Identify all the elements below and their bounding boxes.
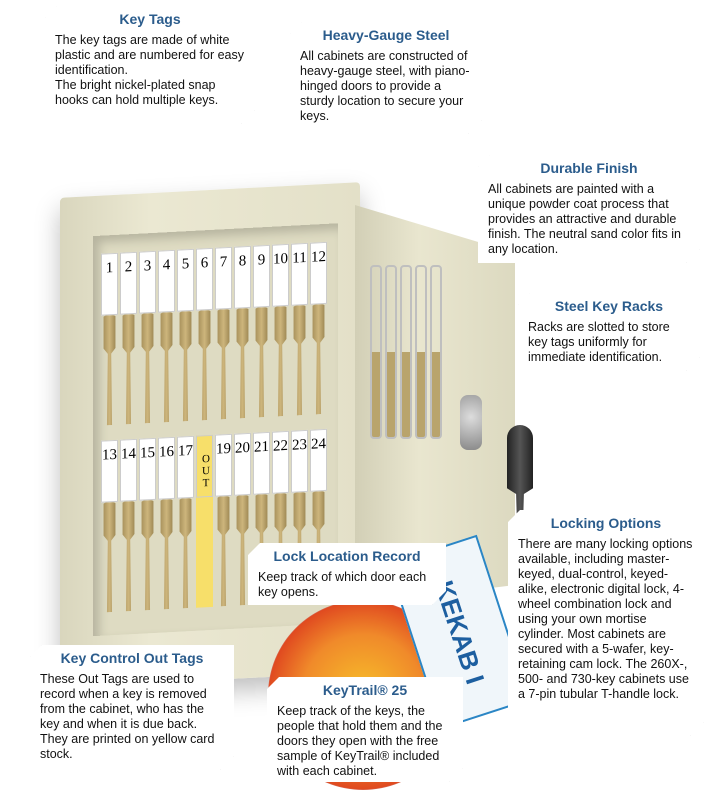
key-icon bbox=[101, 315, 118, 426]
key-icon bbox=[139, 500, 156, 611]
key-tag: 23 bbox=[291, 429, 308, 493]
callout-title: Key Control Out Tags bbox=[60, 650, 204, 666]
callout-body: There are many locking options available… bbox=[518, 537, 693, 701]
key-row-1 bbox=[101, 304, 327, 426]
key-icon bbox=[196, 310, 213, 421]
key-tag: 16 bbox=[158, 436, 175, 500]
callout-body: These Out Tags are used to record when a… bbox=[40, 672, 215, 761]
callout-durable-finish: Durable Finish All cabinets are painted … bbox=[478, 155, 700, 263]
callout-lock-location-record: Lock Location Record Keep track of which… bbox=[248, 543, 446, 605]
callout-title: Key Tags bbox=[119, 11, 181, 27]
callout-title: Heavy-Gauge Steel bbox=[322, 27, 450, 43]
door-hook bbox=[430, 265, 442, 439]
key-tag: 1 bbox=[101, 252, 118, 316]
key-tag: 15 bbox=[139, 437, 156, 501]
callout-body: Racks are slotted to store key tags unif… bbox=[528, 320, 670, 364]
key-icon bbox=[253, 307, 270, 418]
key-icon bbox=[234, 308, 251, 419]
key-icon bbox=[139, 313, 156, 424]
cabinet-door bbox=[355, 205, 515, 605]
key-tag: 21 bbox=[253, 431, 270, 495]
key-icon bbox=[196, 496, 213, 608]
key-tag: 4 bbox=[158, 249, 175, 313]
key-icon bbox=[158, 312, 175, 423]
callout-key-control-out-tags: Key Control Out Tags These Out Tags are … bbox=[30, 645, 234, 770]
callout-title: Lock Location Record bbox=[273, 548, 421, 564]
callout-body: All cabinets are constructed of heavy-ga… bbox=[300, 49, 470, 123]
out-tag: OUT bbox=[196, 434, 213, 498]
key-tag: 10 bbox=[272, 243, 289, 307]
key-icon bbox=[120, 501, 137, 612]
key-tag: 12 bbox=[310, 241, 327, 305]
callout-title: KeyTrail® 25 bbox=[322, 682, 408, 698]
callout-key-tags: Key Tags The key tags are made of white … bbox=[45, 6, 255, 124]
door-hook bbox=[385, 265, 397, 439]
key-icon bbox=[101, 502, 118, 613]
callout-keytrail: KeyTrail® 25 Keep track of the keys, the… bbox=[267, 677, 463, 782]
key-tag: 3 bbox=[139, 250, 156, 314]
callout-locking-options: Locking Options There are many locking o… bbox=[508, 510, 704, 736]
key-icon bbox=[177, 498, 194, 609]
callout-title: Steel Key Racks bbox=[554, 298, 664, 314]
key-tag: 8 bbox=[234, 245, 251, 309]
key-tag: 22 bbox=[272, 430, 289, 494]
callout-body: Keep track of which door each key opens. bbox=[258, 570, 427, 599]
key-icon bbox=[215, 309, 232, 420]
cam-lock bbox=[460, 395, 482, 450]
callout-steel-key-racks: Steel Key Racks Racks are slotted to sto… bbox=[518, 293, 700, 371]
callout-body: All cabinets are painted with a unique p… bbox=[488, 182, 681, 256]
key-icon bbox=[177, 311, 194, 422]
key-icon bbox=[215, 496, 232, 607]
key-icon bbox=[272, 306, 289, 417]
door-hook bbox=[370, 265, 382, 439]
key-tag: 14 bbox=[120, 438, 137, 502]
callout-title: Durable Finish bbox=[540, 160, 638, 176]
key-tag: 17 bbox=[177, 435, 194, 499]
callout-body: The bright nickel-plated snap hooks can … bbox=[55, 78, 219, 107]
key-icon bbox=[158, 499, 175, 610]
key-tag: 20 bbox=[234, 432, 251, 496]
key-icon bbox=[291, 305, 308, 416]
key-tag: 7 bbox=[215, 246, 232, 310]
key-tag: 13 bbox=[101, 439, 118, 503]
key-tag: 24 bbox=[310, 428, 327, 492]
callout-heavy-gauge-steel: Heavy-Gauge Steel All cabinets are const… bbox=[290, 22, 482, 134]
key-tag: 6 bbox=[196, 247, 213, 311]
callout-title: Locking Options bbox=[550, 515, 662, 531]
door-hook bbox=[400, 265, 412, 439]
key-tag: 11 bbox=[291, 242, 308, 306]
key-tag: 19 bbox=[215, 433, 232, 497]
callout-body: Keep track of the keys, the people that … bbox=[277, 704, 443, 778]
door-hook bbox=[415, 265, 427, 439]
callout-body: The key tags are made of white plastic a… bbox=[55, 33, 244, 77]
key-icon bbox=[120, 314, 137, 425]
key-icon bbox=[310, 304, 327, 415]
key-tag: 5 bbox=[177, 248, 194, 312]
key-tag: 2 bbox=[120, 251, 137, 315]
key-tag: 9 bbox=[253, 244, 270, 308]
